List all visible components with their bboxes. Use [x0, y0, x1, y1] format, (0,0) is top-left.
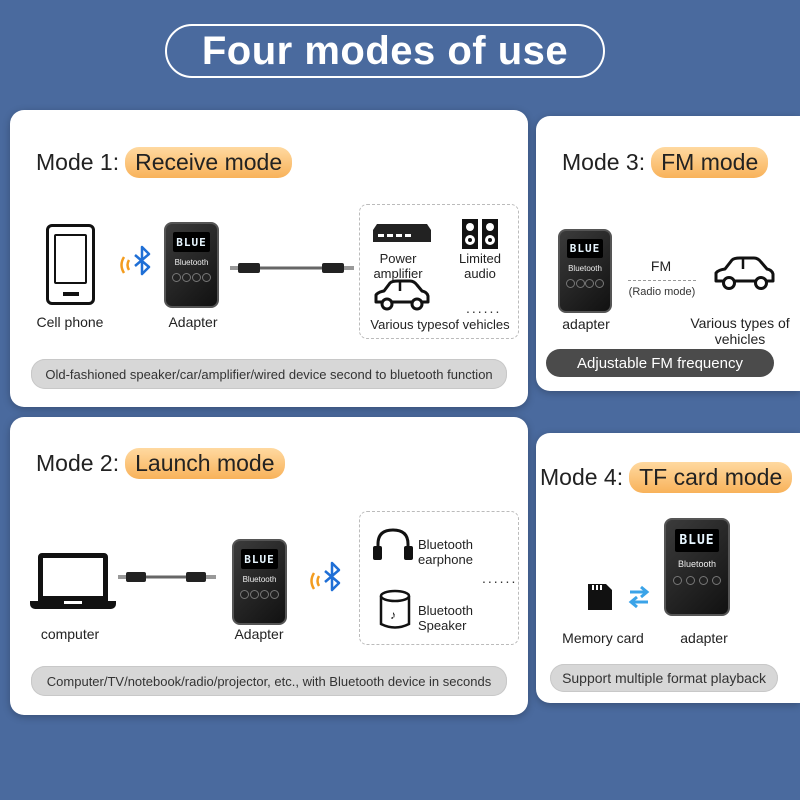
adapter-device: BLUE Bluetooth [558, 229, 612, 313]
adapter-device: BLUE Bluetooth [664, 518, 730, 616]
memory-card-label: Memory card [562, 630, 644, 646]
fm-label: FM [650, 258, 672, 274]
fm-signal-line [628, 280, 696, 281]
mode1-panel: Mode 1: Receive mode Cell phone BLUE Blu… [10, 110, 528, 407]
vehicles-label: Various types of vehicles [690, 315, 790, 347]
mode3-caption: Adjustable FM frequency [546, 349, 774, 377]
mode4-caption: Support multiple format playback [550, 664, 778, 692]
amplifier-icon [373, 224, 431, 242]
mode2-panel: Mode 2: Launch mode computer BLUE Blueto… [10, 417, 528, 715]
adapter-screen: BLUE [674, 529, 720, 552]
mode2-name: Launch mode [125, 448, 285, 479]
adapter-label: Adapter [168, 314, 218, 330]
memory-card-icon [588, 584, 612, 610]
mode1-title: Mode 1: Receive mode [36, 147, 293, 178]
adapter-bluetooth-label: Bluetooth [568, 263, 602, 273]
mode2-caption: Computer/TV/notebook/radio/projector, et… [31, 666, 507, 696]
page-title: Four modes of use [165, 24, 605, 78]
adapter-screen: BLUE [241, 549, 278, 569]
adapter-bluetooth-label: Bluetooth [174, 257, 209, 267]
headphones-icon [373, 528, 413, 560]
mode3-prefix: Mode 3: [562, 149, 646, 175]
adapter-device: BLUE Bluetooth [164, 222, 219, 308]
mode4-title: Mode 4: TF card mode [540, 462, 793, 493]
more-dots: ...... [466, 300, 502, 316]
car-icon [714, 256, 775, 290]
more-dots: ...... [482, 570, 518, 586]
limited-audio-label: Limited audio [459, 251, 501, 281]
mode4-panel: Mode 4: TF card mode Memory card BLUE Bl… [536, 433, 800, 703]
speaker-label: Bluetooth Speaker [418, 603, 473, 633]
transfer-arrows-icon [628, 585, 650, 609]
adapter-label: adapter [562, 316, 610, 332]
adapter-device: BLUE Bluetooth [232, 539, 287, 625]
adapter-screen: BLUE [567, 239, 603, 259]
cable-icon [230, 263, 354, 273]
adapter-bluetooth-label: Bluetooth [677, 558, 717, 569]
mode3-panel: Mode 3: FM mode BLUE Bluetooth adapter F… [536, 116, 800, 391]
mode1-name: Receive mode [125, 147, 293, 178]
vehicles-label: Various typesof vehicles [370, 317, 510, 332]
mode3-name: FM mode [651, 147, 769, 178]
adapter-label: Adapter [234, 626, 284, 642]
earphone-label: Bluetooth earphone [418, 537, 473, 567]
cell-phone-label: Cell phone [36, 314, 104, 330]
mode4-name: TF card mode [629, 462, 793, 493]
computer-label: computer [40, 626, 100, 642]
mode3-title: Mode 3: FM mode [562, 147, 769, 178]
svg-text:♪: ♪ [390, 608, 396, 622]
adapter-label: adapter [680, 630, 728, 646]
power-amplifier-label: Power amplifier [373, 251, 423, 281]
output-devices-box [359, 511, 519, 645]
cell-phone-icon [46, 224, 95, 305]
radio-mode-label: (Radio mode) [628, 286, 696, 298]
mode2-title: Mode 2: Launch mode [36, 448, 285, 479]
mode4-prefix: Mode 4: [540, 464, 624, 490]
bluetooth-icon [120, 245, 151, 276]
speaker-icon [462, 219, 498, 249]
adapter-screen: BLUE [173, 232, 210, 252]
mode1-caption: Old-fashioned speaker/car/amplifier/wire… [31, 359, 507, 389]
car-icon [374, 279, 430, 311]
mode2-prefix: Mode 2: [36, 450, 120, 476]
adapter-bluetooth-label: Bluetooth [242, 574, 277, 584]
output-devices-box [359, 204, 519, 339]
mode1-prefix: Mode 1: [36, 149, 120, 175]
cable-icon [118, 572, 216, 582]
bluetooth-icon [310, 561, 341, 592]
bluetooth-speaker-icon: ♪ [379, 589, 411, 629]
